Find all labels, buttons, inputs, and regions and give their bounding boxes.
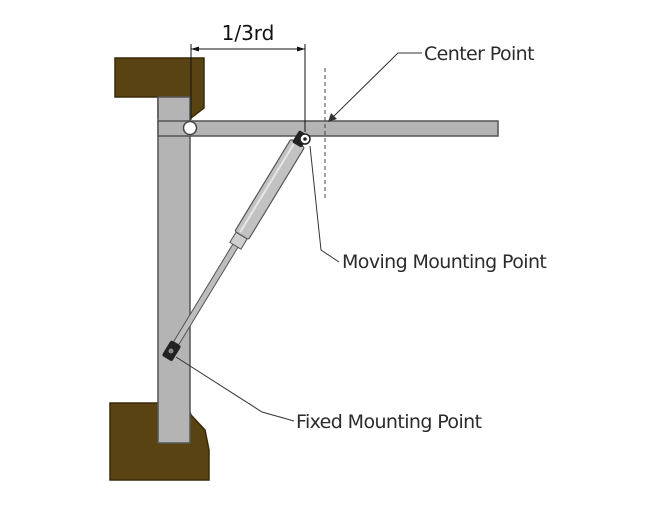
vertical-frame-post xyxy=(157,96,191,444)
moving-mount-label: Moving Mounting Point xyxy=(342,251,546,273)
fixed-mount-leader xyxy=(175,356,295,422)
gas-strut-highlight xyxy=(239,143,295,233)
center-point-arrow-icon xyxy=(328,113,337,122)
dimension-arrow-right-icon xyxy=(297,46,305,52)
hinge-pivot-icon xyxy=(182,120,198,136)
dimension-label: 1/3rd xyxy=(222,21,275,45)
fixed-mount-label: Fixed Mounting Point xyxy=(296,411,482,433)
moving-mount-leader xyxy=(309,145,340,263)
fixed-mount-pin-icon xyxy=(168,348,174,354)
center-point-leader xyxy=(332,52,422,118)
horizontal-lid-arm xyxy=(157,120,499,137)
center-point-label: Center Point xyxy=(424,43,534,65)
dimension-arrow-left-icon xyxy=(191,46,199,52)
